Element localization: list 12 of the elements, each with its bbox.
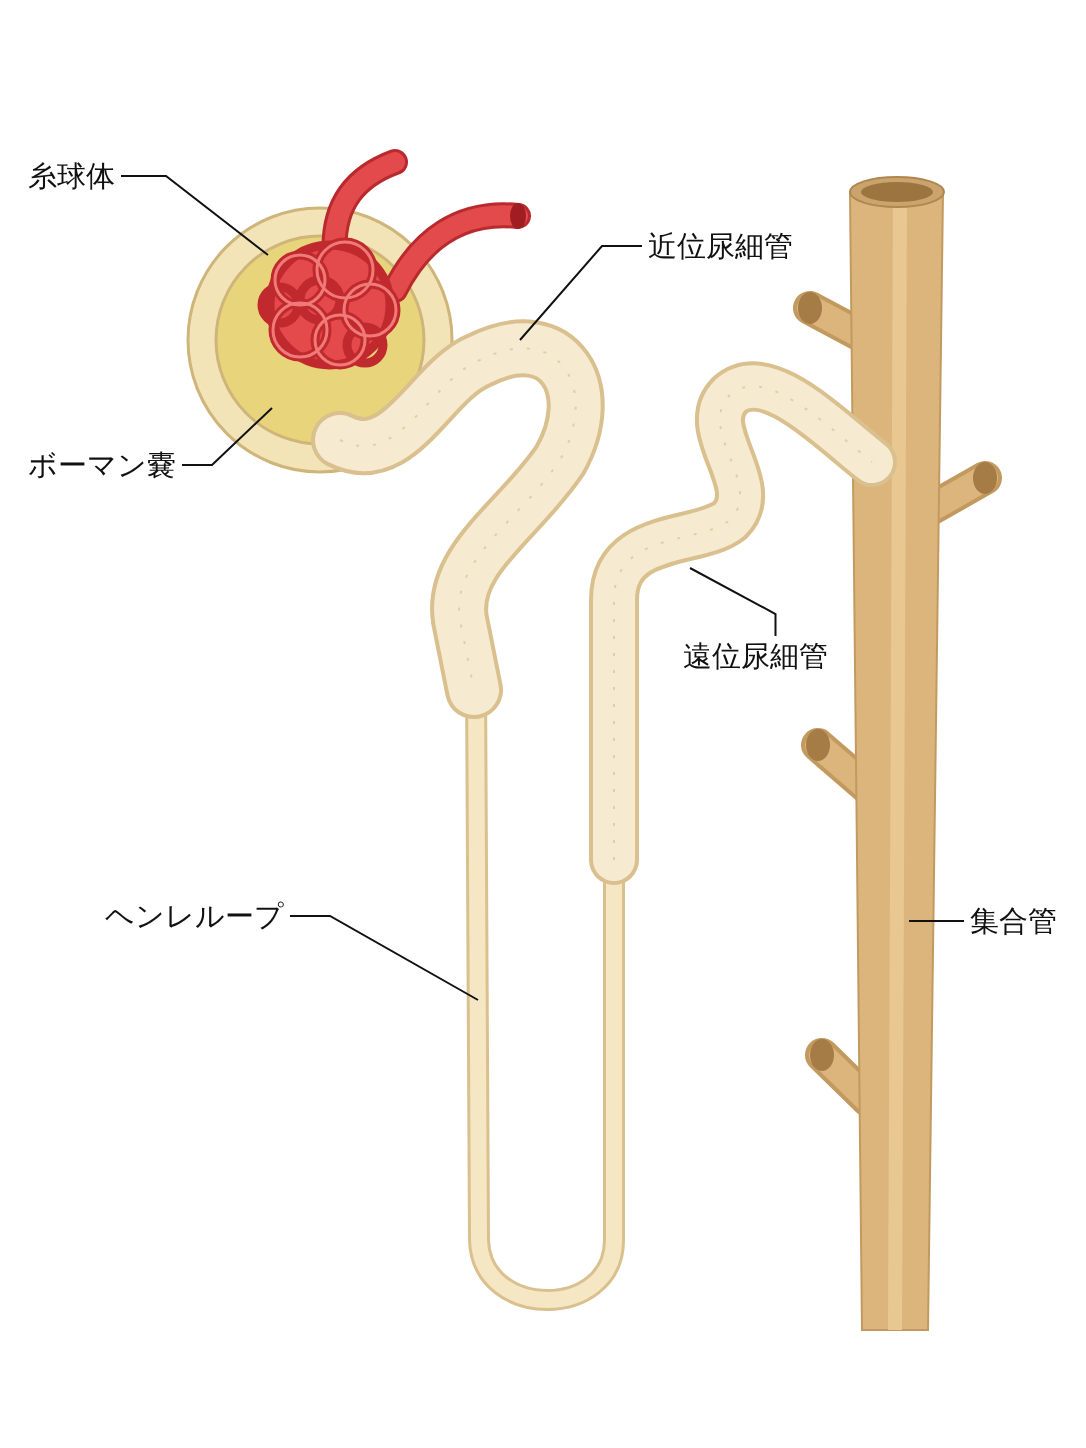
part-label: ヘンレループ xyxy=(105,898,284,934)
leader-line xyxy=(908,920,965,922)
part-label: 糸球体 xyxy=(28,158,115,194)
part-label: 近位尿細管 xyxy=(648,228,793,264)
leader-line xyxy=(689,567,777,637)
leader-line xyxy=(181,407,273,466)
part-label: 遠位尿細管 xyxy=(683,638,828,674)
leader-line xyxy=(519,245,643,341)
part-label: ボーマン嚢 xyxy=(28,447,176,483)
leader-line xyxy=(120,175,269,256)
part-label: 集合管 xyxy=(970,903,1057,939)
leader-line xyxy=(289,915,479,1001)
